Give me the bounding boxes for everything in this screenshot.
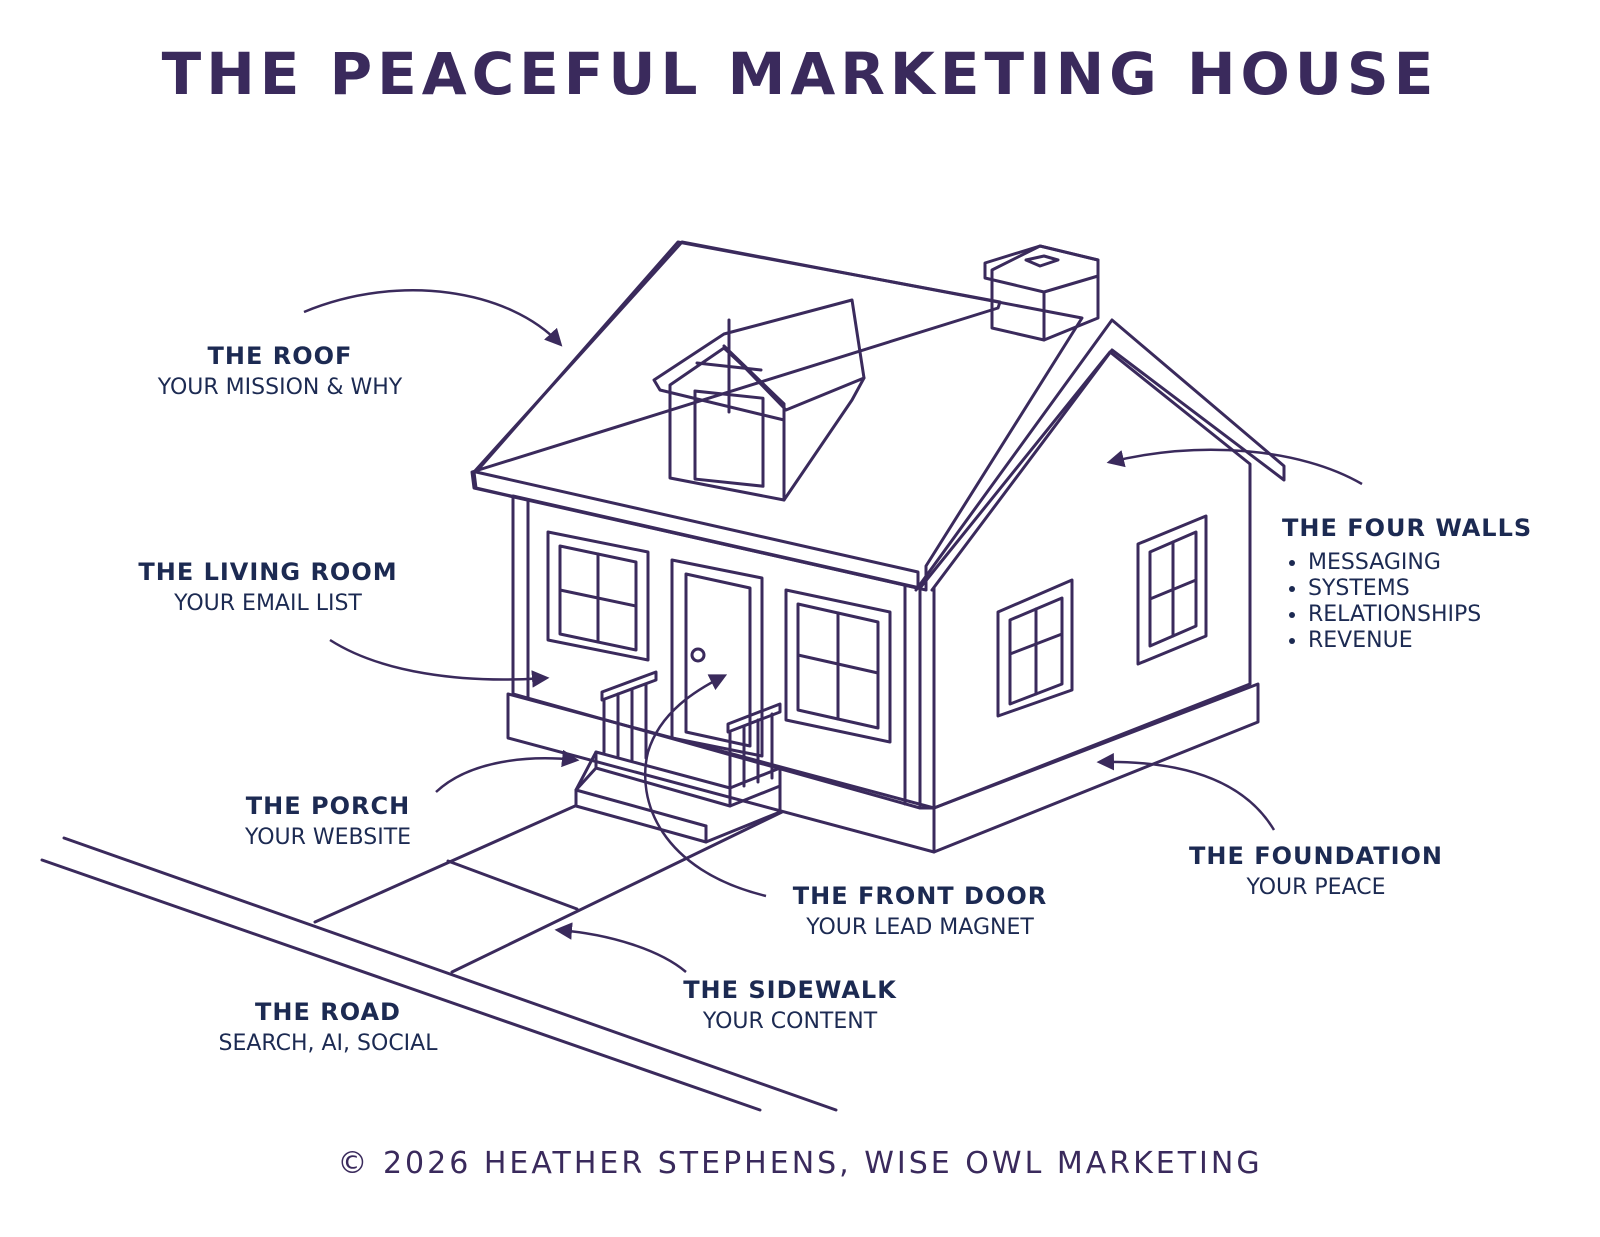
four-walls-heading: THE FOUR WALLS bbox=[1282, 514, 1533, 542]
label-front-door: THE FRONT DOOR YOUR LEAD MAGNET bbox=[770, 880, 1070, 944]
copyright-footer: © 2026 HEATHER STEPHENS, WISE OWL MARKET… bbox=[337, 1146, 1263, 1181]
four-walls-list: MESSAGING SYSTEMS RELATIONSHIPS REVENUE bbox=[1282, 550, 1532, 654]
front-door-drawing bbox=[670, 558, 764, 758]
roof-drawing bbox=[470, 240, 1286, 592]
label-road: THE ROAD SEARCH, AI, SOCIAL bbox=[178, 996, 478, 1060]
road-sub: SEARCH, AI, SOCIAL bbox=[218, 1031, 438, 1056]
foundation-heading: THE FOUNDATION bbox=[1189, 842, 1443, 870]
label-porch: THE PORCH YOUR WEBSITE bbox=[198, 790, 458, 854]
label-foundation: THE FOUNDATION YOUR PEACE bbox=[1166, 840, 1466, 904]
road-heading: THE ROAD bbox=[255, 998, 401, 1026]
front-door-heading: THE FRONT DOOR bbox=[792, 882, 1048, 910]
dormer-drawing bbox=[652, 298, 866, 502]
sidewalk-drawing bbox=[313, 804, 784, 974]
side-wall-drawing bbox=[918, 350, 1252, 810]
porch-steps-drawing bbox=[574, 750, 782, 844]
sidewalk-sub: YOUR CONTENT bbox=[702, 1009, 878, 1034]
sidewalk-arrow bbox=[554, 922, 687, 973]
living-room-arrow bbox=[329, 638, 550, 688]
porch-sub: YOUR WEBSITE bbox=[244, 825, 412, 850]
foundation-drawing bbox=[506, 682, 1260, 854]
living-room-heading: THE LIVING ROOM bbox=[138, 558, 398, 586]
front-door-arrow bbox=[644, 674, 767, 898]
page-title: THE PEACEFUL MARKETING HOUSE bbox=[161, 40, 1439, 108]
side-window-1 bbox=[996, 578, 1074, 718]
front-window-left bbox=[546, 530, 650, 662]
four-walls-item: REVENUE bbox=[1308, 628, 1532, 654]
porch-heading: THE PORCH bbox=[245, 792, 411, 820]
label-roof: THE ROOF YOUR MISSION & WHY bbox=[130, 340, 430, 404]
chimney-drawing bbox=[983, 244, 1100, 342]
roof-sub: YOUR MISSION & WHY bbox=[157, 375, 403, 400]
four-walls-arrow bbox=[1106, 448, 1363, 486]
porch-arrow bbox=[435, 749, 580, 793]
porch-railings-drawing bbox=[600, 670, 782, 794]
sidewalk-heading: THE SIDEWALK bbox=[683, 976, 897, 1004]
front-window-right bbox=[784, 588, 892, 744]
label-sidewalk: THE SIDEWALK YOUR CONTENT bbox=[660, 974, 920, 1038]
four-walls-item: SYSTEMS bbox=[1308, 576, 1532, 602]
living-room-sub: YOUR EMAIL LIST bbox=[174, 591, 362, 616]
side-window-2 bbox=[1136, 514, 1208, 666]
roof-heading: THE ROOF bbox=[207, 342, 353, 370]
foundation-sub: YOUR PEACE bbox=[1246, 875, 1386, 900]
foundation-arrow bbox=[1096, 752, 1276, 831]
label-living-room: THE LIVING ROOM YOUR EMAIL LIST bbox=[118, 556, 418, 620]
four-walls-item: RELATIONSHIPS bbox=[1308, 602, 1532, 628]
label-four-walls: THE FOUR WALLS MESSAGING SYSTEMS RELATIO… bbox=[1282, 512, 1532, 654]
roof-arrow bbox=[303, 289, 563, 347]
front-door-sub: YOUR LEAD MAGNET bbox=[806, 915, 1034, 940]
road-lines bbox=[40, 836, 838, 1112]
four-walls-item: MESSAGING bbox=[1308, 550, 1532, 576]
